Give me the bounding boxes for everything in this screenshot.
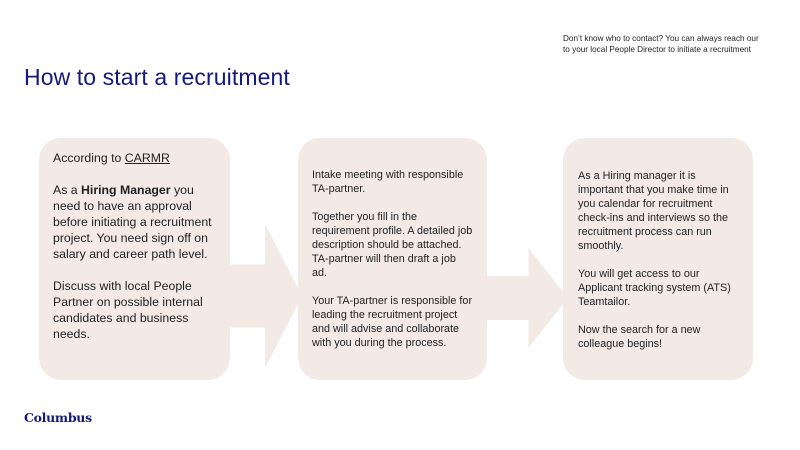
according-line: According to CARMR — [53, 150, 216, 166]
search-paragraph: Now the search for a new colleague begin… — [578, 324, 701, 350]
calendar-paragraph: As a Hiring manager it is important that… — [578, 170, 729, 252]
step-card-approval: According to CARMR As a Hiring Manager y… — [39, 138, 230, 380]
requirement-paragraph: Together you fill in the requirement pro… — [312, 211, 473, 279]
spacer — [578, 309, 739, 323]
contact-note: Don’t know who to contact? You can alway… — [563, 34, 759, 54]
spacer — [53, 166, 216, 182]
spacer — [312, 280, 473, 294]
step-card-process: As a Hiring manager it is important that… — [563, 138, 753, 380]
intake-paragraph: Intake meeting with responsible TA-partn… — [312, 169, 464, 195]
approval-text: you need to have an approval before init… — [53, 183, 212, 261]
according-prefix: According to — [53, 151, 125, 165]
columbus-logo: Columbus — [24, 410, 92, 425]
discuss-paragraph: Discuss with local People Partner on pos… — [53, 279, 203, 341]
arrow-right-icon — [220, 224, 302, 368]
step-card-intake: Intake meeting with responsible TA-partn… — [298, 138, 487, 380]
approval-prefix: As a — [53, 183, 82, 197]
page-title: How to start a recruitment — [24, 64, 290, 90]
approval-paragraph: As a Hiring Manager you need to have an … — [53, 182, 216, 262]
arrow-right-icon — [480, 248, 568, 348]
carmr-link[interactable]: CARMR — [124, 151, 170, 165]
hiring-manager-label: Hiring Manager — [81, 183, 171, 197]
spacer — [53, 262, 216, 278]
spacer — [312, 196, 473, 210]
spacer — [578, 253, 739, 267]
ta-partner-paragraph: Your TA-partner is responsible for leadi… — [312, 295, 473, 349]
ats-paragraph: You will get access to our Applicant tra… — [578, 268, 731, 308]
